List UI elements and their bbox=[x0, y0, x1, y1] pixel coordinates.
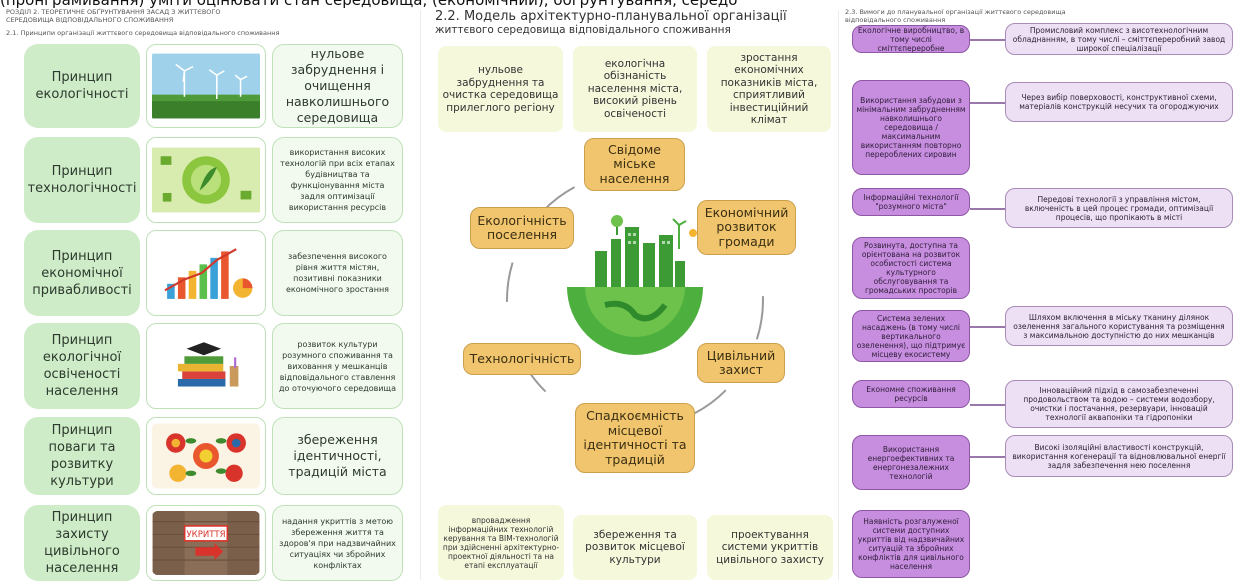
requirement-box: Розвинута, доступна та орієнтована на ро… bbox=[852, 237, 970, 299]
panel2-subtitle: життєвого середовища відповідального спо… bbox=[435, 24, 731, 36]
requirement-box: Економне споживання ресурсів bbox=[852, 380, 970, 408]
principle-label: Принцип поваги та розвитку культури bbox=[24, 417, 140, 495]
shelter-sign-label: УКРИТТЯ bbox=[186, 530, 225, 540]
principle-image-frame: УКРИТТЯ bbox=[146, 505, 266, 581]
principle-image-frame bbox=[146, 44, 266, 128]
top-goal-3: зростання економічних показників міста, … bbox=[707, 46, 831, 132]
bottom-goal-2: збереження та розвиток місцевої культури bbox=[573, 515, 697, 580]
requirement-explanation: Промисловий комплекс з висотехнологічним… bbox=[1005, 23, 1233, 55]
bottom-goal-3: проектування системи укриттів цивільного… bbox=[707, 515, 833, 580]
requirement-explanation: Інноваційний підхід в самозабезпеченні п… bbox=[1005, 380, 1233, 428]
growth-chart-icon bbox=[152, 240, 260, 306]
requirement-explanation: Шляхом включення в міську тканину діляно… bbox=[1005, 306, 1233, 346]
node-conscious-population: Свідоме міське населення bbox=[584, 138, 685, 191]
connector-line bbox=[970, 456, 1005, 458]
connector-line bbox=[970, 404, 1005, 406]
top-goal-1: нульове забруднення та очистка середовищ… bbox=[438, 46, 563, 132]
principle-image-frame bbox=[146, 323, 266, 409]
principle-label: Принцип екологічності bbox=[24, 44, 140, 128]
requirement-box: Наявність розгалуженої системи доступних… bbox=[852, 510, 970, 578]
node-civil-protection: Цивільний захист bbox=[697, 343, 785, 383]
connector-line bbox=[970, 39, 1005, 41]
education-books-icon bbox=[152, 333, 260, 399]
requirement-explanation: Через вибір поверховості, конструктивної… bbox=[1005, 82, 1233, 122]
principle-image-frame bbox=[146, 137, 266, 223]
principle-description: використання високих технологій при всіх… bbox=[272, 137, 403, 223]
panel3-header: 2.3. Вимоги до планувальної організації … bbox=[845, 8, 1066, 24]
requirement-box: Система зелених насаджень (в тому числі … bbox=[852, 310, 970, 362]
top-goal-2: екологічна обізнаність населення міста, … bbox=[573, 46, 697, 132]
principle-image-frame bbox=[146, 230, 266, 316]
principle-description: надання укриттів з метою збереження житт… bbox=[272, 505, 403, 581]
principle-description: розвиток культури розумного споживання т… bbox=[272, 323, 403, 409]
bottom-goal-1: впровадження інформаційних технологій ке… bbox=[438, 505, 564, 580]
requirement-box: Використання енергоефективних та енергон… bbox=[852, 435, 970, 490]
requirement-box: Інформаційні технології "розумного міста… bbox=[852, 188, 970, 216]
panel1-subheader: 2.1. Принципи організації життєвого сере… bbox=[6, 29, 280, 37]
node-technology: Технологічність bbox=[463, 343, 581, 375]
requirement-explanation: Високі ізоляційні властивості конструкці… bbox=[1005, 435, 1233, 477]
connector-line bbox=[970, 208, 1005, 210]
connector-line bbox=[970, 102, 1005, 104]
requirement-box: Екологічне виробництво, в тому числі смі… bbox=[852, 25, 970, 53]
shelter-sign-icon: УКРИТТЯ bbox=[152, 511, 260, 575]
principle-label: Принцип захисту цивільного населення bbox=[24, 505, 140, 581]
panel1-header: РОЗДІЛ 2. ТЕОРЕТИЧНЕ ОБҐРУНТУВАННЯ ЗАСАД… bbox=[6, 8, 221, 24]
principle-description: збереження ідентичності, традицій міста bbox=[272, 417, 403, 495]
requirement-explanation: Передові технології з управління містом,… bbox=[1005, 188, 1233, 228]
green-tech-icon bbox=[152, 147, 260, 213]
principle-description: забезпечення високого рівня життя містян… bbox=[272, 230, 403, 316]
principle-label: Принцип екологічної освіченості населенн… bbox=[24, 323, 140, 409]
principle-image-frame bbox=[146, 417, 266, 495]
principle-label: Принцип технологічності bbox=[24, 137, 140, 223]
requirement-box: Використання забудови з мінімальним забр… bbox=[852, 80, 970, 175]
node-economic-development: Економічний розвиток громади bbox=[697, 200, 796, 255]
eco-city-globe-icon bbox=[567, 215, 703, 355]
principle-label: Принцип економічної привабливості bbox=[24, 230, 140, 316]
node-identity-traditions: Спадкоємність місцевої ідентичності та т… bbox=[575, 403, 695, 473]
principle-description: нульове забруднення і очищення навколишн… bbox=[272, 44, 403, 128]
wind-turbines-icon bbox=[152, 53, 260, 119]
connector-line bbox=[970, 326, 1005, 328]
node-ecological-settlement: Екологічність поселення bbox=[470, 207, 574, 249]
folk-ornament-icon bbox=[152, 423, 260, 489]
top-cropped-text: (пронграмивання) уміти оцінювати стан се… bbox=[0, 0, 738, 9]
panel2-title: 2.2. Модель архітектурно-планувальної ор… bbox=[435, 9, 787, 24]
